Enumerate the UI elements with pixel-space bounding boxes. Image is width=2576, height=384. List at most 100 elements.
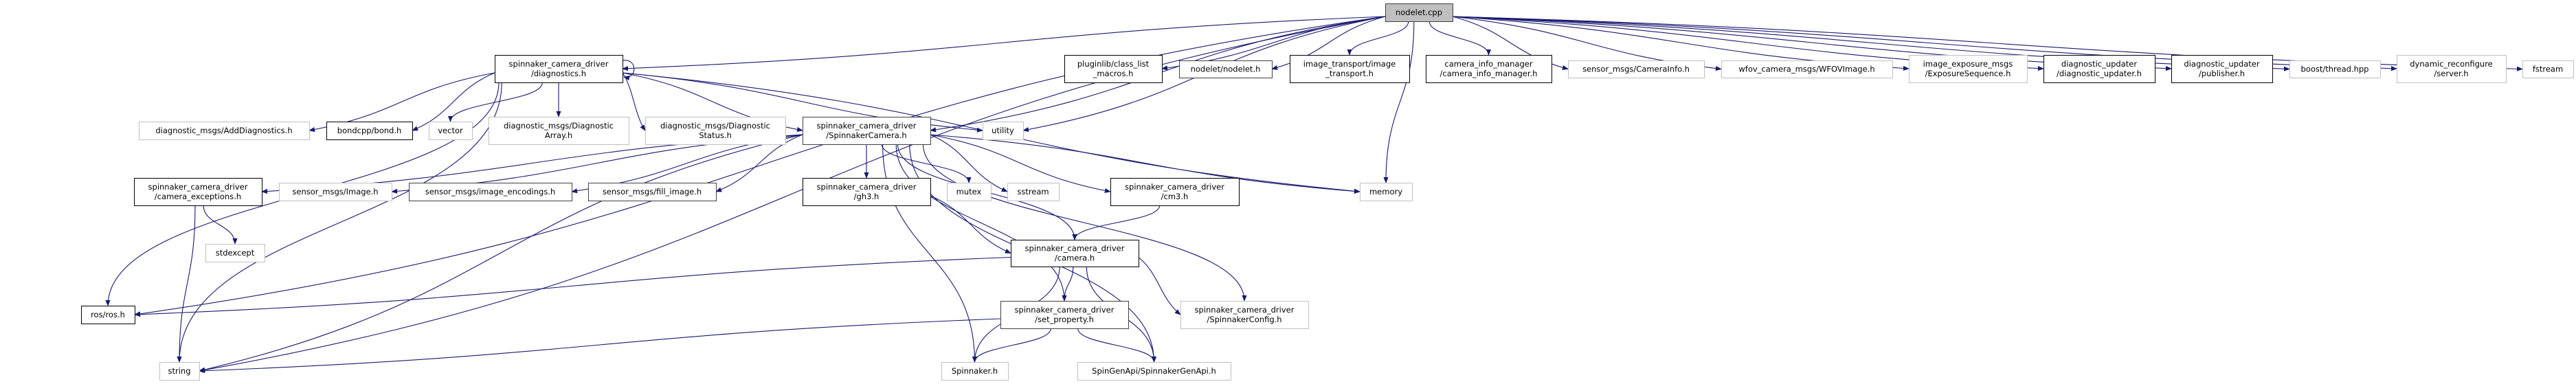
node-label: stdexcept (216, 248, 255, 258)
edge-spinnaker-camera-to-set-property (895, 144, 1067, 302)
node-spinnaker-config: spinnaker_camera_driver/SpinnakerConfig.… (1180, 301, 1309, 329)
node-box (803, 117, 931, 145)
node-image-transport[interactable]: image_transport/image_transport.h (1290, 55, 1410, 83)
node-gh3[interactable]: spinnaker_camera_driver/gh3.h (803, 178, 931, 206)
node-camerainfo: sensor_msgs/CameraInfo.h (1568, 60, 1705, 78)
node-box (81, 306, 135, 324)
node-label: nodelet.cpp (1396, 8, 1442, 17)
edge-cm3-to-camera-h (1072, 205, 1161, 240)
node-label: _transport.h (1325, 69, 1374, 78)
nodes-layer: nodelet.cpp spinnaker_camera_driver/diagn… (81, 3, 2574, 381)
node-label: memory (1369, 187, 1402, 196)
edge-camera-h-to-spinnaker-config (1138, 257, 1181, 315)
node-box (326, 122, 413, 140)
edge-spinnaker-camera-to-string (199, 134, 803, 372)
edge-gh3-to-camera-h (930, 195, 1011, 254)
edge-diagnostics-h-to-vector (447, 82, 543, 122)
node-box (1077, 362, 1231, 381)
node-label: sensor_msgs/image_encodings.h (425, 187, 556, 196)
edge-nodelet-cpp-to-diagnostics-h (622, 16, 1386, 71)
node-box (941, 362, 1009, 381)
node-label: vector (438, 126, 463, 135)
node-ros-h[interactable]: ros/ros.h (81, 306, 135, 324)
node-box (1385, 3, 1453, 22)
node-label: SpinGenApi/SpinnakerGenApi.h (1092, 366, 1216, 376)
node-box (2289, 60, 2381, 78)
node-box (1360, 183, 1413, 201)
node-box (1909, 55, 2028, 83)
node-diag-publisher[interactable]: diagnostic_updater/publisher.h (2171, 55, 2273, 83)
node-bond[interactable]: bondcpp/bond.h (326, 122, 413, 140)
node-set-property[interactable]: spinnaker_camera_driver/set_property.h (1000, 301, 1129, 329)
node-box (1721, 60, 1893, 78)
node-stdexcept: stdexcept (205, 244, 265, 262)
node-label: spinnaker_camera_driver (148, 182, 248, 192)
node-vector: vector (429, 122, 473, 140)
node-dyn-reconf: dynamic_reconfigure/server.h (2397, 55, 2507, 83)
edge-diagnostics-h-to-diagnostics-h (622, 60, 635, 81)
edge-diagnostics-h-to-string (177, 82, 502, 363)
node-box (2397, 55, 2507, 83)
node-label: /SpinnakerConfig.h (1207, 315, 1281, 324)
node-box (489, 117, 629, 145)
edge-spinnaker-camera-to-mutex (881, 144, 972, 183)
node-string: string (159, 362, 200, 381)
node-label: diagnostic_msgs/Diagnostic (504, 121, 614, 131)
node-label: sensor_msgs/Image.h (292, 187, 378, 196)
node-label: _macros.h (1093, 69, 1134, 78)
node-label: /camera.h (1055, 253, 1095, 263)
node-label: spinnaker_camera_driver (817, 182, 917, 192)
node-box (1000, 301, 1129, 329)
node-label: dynamic_reconfigure (2410, 59, 2493, 69)
node-nodelet-cpp[interactable]: nodelet.cpp (1385, 3, 1453, 22)
node-nodelet-h[interactable]: nodelet/nodelet.h (1179, 60, 1273, 78)
node-diag-updater[interactable]: diagnostic_updater/diagnostic_updater.h (2043, 55, 2155, 83)
node-box (2171, 55, 2273, 83)
node-label: sstream (1017, 187, 1049, 196)
edge-camera-h-to-ros-h (134, 256, 1011, 317)
node-diagnostics-h[interactable]: spinnaker_camera_driver/diagnostics.h (495, 55, 623, 83)
node-memory: memory (1360, 183, 1413, 201)
edge-nodelet-cpp-to-diag-publisher (1452, 16, 2172, 71)
node-box (429, 122, 473, 140)
node-image-encodings[interactable]: sensor_msgs/image_encodings.h (409, 183, 572, 201)
node-label: fstream (2533, 65, 2563, 74)
node-label: diagnostic_updater (2061, 59, 2137, 69)
node-box (1179, 60, 1273, 78)
node-cm3[interactable]: spinnaker_camera_driver/cm3.h (1110, 178, 1240, 206)
node-label: diagnostic_updater (2184, 59, 2259, 69)
node-box (409, 183, 572, 201)
node-spinnaker-camera[interactable]: spinnaker_camera_driver/SpinnakerCamera.… (803, 117, 931, 145)
node-box (645, 117, 786, 145)
node-box (205, 244, 265, 262)
node-wfov: wfov_camera_msgs/WFOVImage.h (1721, 60, 1893, 78)
node-label: /server.h (2434, 69, 2468, 78)
node-fill-image[interactable]: sensor_msgs/fill_image.h (588, 183, 717, 201)
node-label: /cm3.h (1161, 192, 1189, 201)
node-label: /set_property.h (1035, 315, 1094, 324)
node-utility: utility (983, 122, 1024, 140)
node-label: spinnaker_camera_driver (817, 121, 917, 131)
node-camera-exceptions[interactable]: spinnaker_camera_driver/camera_exception… (134, 178, 262, 206)
node-box (947, 183, 992, 201)
node-label: spinnaker_camera_driver (509, 59, 609, 69)
node-label: spinnaker_camera_driver (1015, 305, 1115, 315)
node-label: diagnostic_msgs/Diagnostic (660, 121, 770, 131)
edge-set-property-to-spingenapi (1077, 328, 1157, 363)
node-camera-info-manager[interactable]: camera_info_manager/camera_info_manager.… (1426, 55, 1552, 83)
node-pluginlib[interactable]: pluginlib/class_list_macros.h (1064, 55, 1163, 83)
node-label: bondcpp/bond.h (337, 126, 402, 135)
node-label: Status.h (699, 131, 732, 140)
edge-nodelet-cpp-to-image-transport (1347, 21, 1409, 56)
node-label: utility (992, 126, 1014, 135)
node-box (1011, 240, 1139, 267)
node-label: /SpinnakerCamera.h (826, 131, 906, 140)
node-label: /publisher.h (2199, 69, 2245, 78)
node-label: spinnaker_camera_driver (1125, 182, 1224, 192)
node-box (1110, 178, 1240, 206)
node-label: pluginlib/class_list (1077, 59, 1150, 69)
node-boost-thread: boost/thread.hpp (2289, 60, 2381, 78)
node-camera-h[interactable]: spinnaker_camera_driver/camera.h (1011, 240, 1139, 267)
node-box (1007, 183, 1060, 201)
edge-diagnostics-h-to-bond (412, 72, 495, 131)
